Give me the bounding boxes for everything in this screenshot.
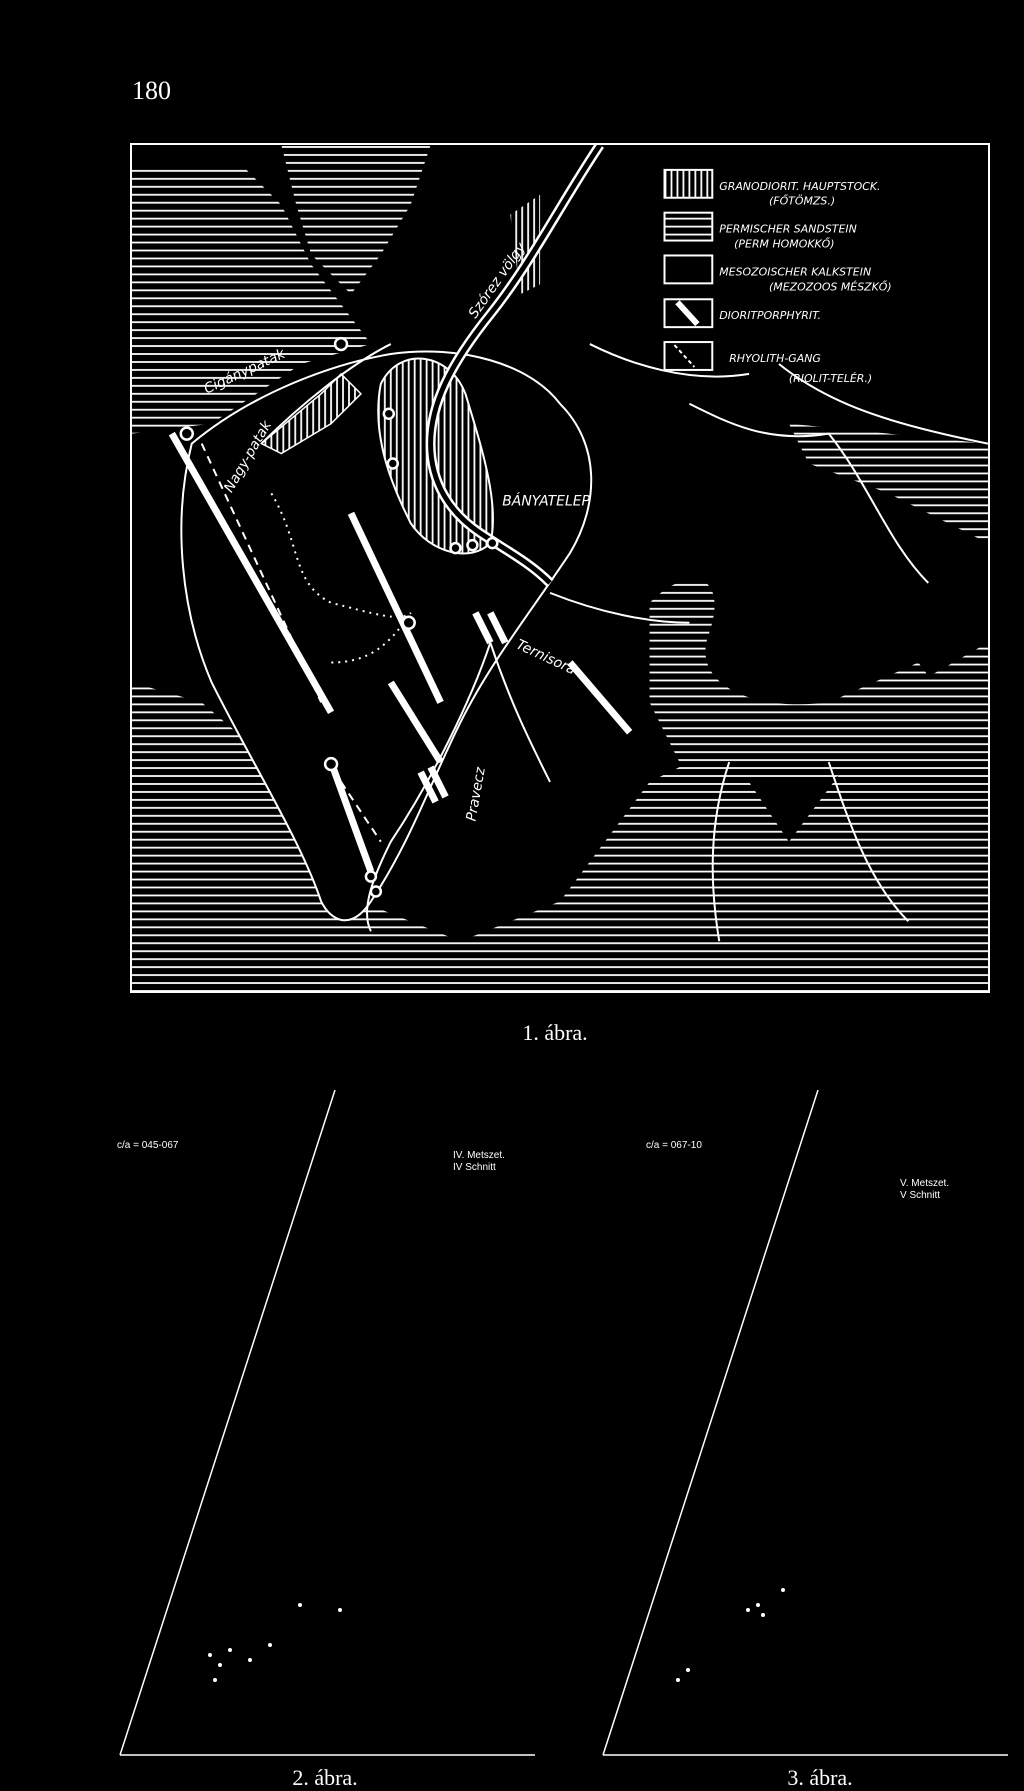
streams <box>260 343 988 942</box>
mine-markers <box>179 336 499 898</box>
figure2-diagonal-line <box>119 1089 336 1756</box>
porphyrite-dikes <box>168 431 633 873</box>
figure3-section-de: V Schnitt <box>900 1190 941 1201</box>
figure2-section-de: IV Schnitt <box>453 1162 496 1173</box>
place-ternisora: Ternisora <box>514 637 579 678</box>
legend-2-line1: PERMISCHER SANDSTEIN <box>719 223 857 236</box>
legend-3-line2: (MEZOZOOS MÉSZKŐ) <box>769 279 892 293</box>
legend-1-line2: (FŐTÖMZS.) <box>769 194 835 208</box>
figure2-ratio: c/a = 045-067 <box>117 1140 179 1151</box>
figure2-caption: 2. ábra. <box>292 1765 358 1790</box>
sandstone-zone-east <box>649 578 949 782</box>
figure2-svg <box>119 1089 535 1756</box>
legend-1-line1: GRANODIORIT. HAUPTSTOCK. <box>719 180 880 193</box>
legend-4-line1: DIORITPORPHYRIT. <box>719 309 821 322</box>
figure3-points <box>676 1588 785 1682</box>
figure2-points <box>208 1603 342 1682</box>
figure3-svg <box>602 1089 1008 1756</box>
legend-5-line2: (RIOLIT-TELÉR.) <box>789 372 872 385</box>
figure3-diagonal-line <box>602 1089 819 1756</box>
legend-3-line1: MESOZOISCHER KALKSTEIN <box>719 265 871 278</box>
page-number: 180 <box>132 76 171 105</box>
figure2-section: IV. Metszet. <box>453 1150 505 1161</box>
figure3-ratio: c/a = 067-10 <box>646 1140 702 1151</box>
rhyolite-dikes <box>200 443 382 843</box>
legend-boxes <box>663 168 714 371</box>
figure3-section: V. Metszet. <box>900 1178 950 1189</box>
sandstone-zone-ne <box>788 423 988 544</box>
dotted-path <box>270 492 412 664</box>
figure2-diagram <box>110 1089 540 1770</box>
geological-map: GRANODIORIT. HAUPTSTOCK. (FŐTÖMZS.) PERM… <box>130 143 990 993</box>
legend-5-line1: RHYOLITH-GANG <box>729 352 821 365</box>
sandstone-zone-north <box>281 145 431 295</box>
place-banyatelep: BÁNYATELEP <box>502 491 590 509</box>
figure1-caption: 1. ábra. <box>522 1020 588 1045</box>
figure3-diagram <box>598 1089 1024 1770</box>
place-pravecz: Pravecz <box>464 765 489 822</box>
map-drawing: GRANODIORIT. HAUPTSTOCK. (FŐTÖMZS.) PERM… <box>132 145 988 991</box>
legend-2-line2: (PERM HOMOKKŐ) <box>734 237 834 251</box>
granodiorite-west <box>260 372 362 455</box>
sandstone-zone-nw <box>132 164 371 434</box>
figure3-caption: 3. ábra. <box>787 1765 853 1790</box>
